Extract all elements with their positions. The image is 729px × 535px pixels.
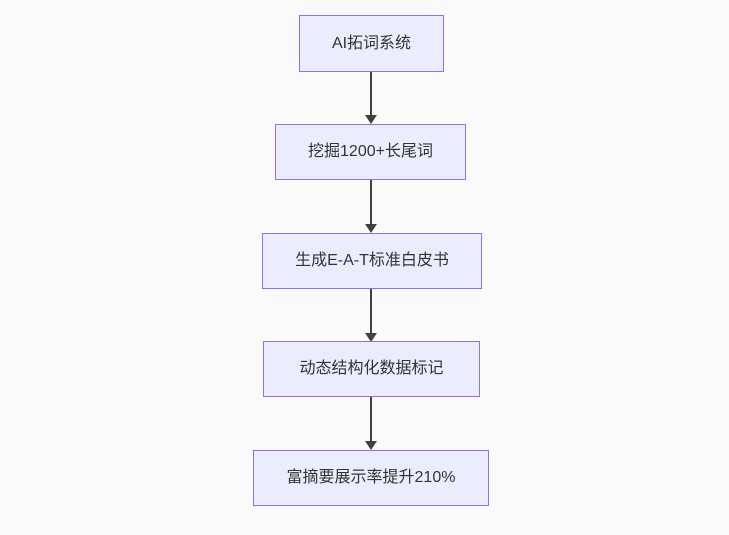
arrowhead-down-icon <box>365 224 377 233</box>
flow-node-eat-whitepaper: 生成E-A-T标准白皮书 <box>262 233 482 289</box>
flow-node-longtail-mining: 挖掘1200+长尾词 <box>275 124 466 180</box>
flow-edge-line-1 <box>370 72 372 115</box>
flow-edge-line-4 <box>370 397 372 441</box>
flow-node-ai-keyword-system: AI拓词系统 <box>299 15 444 72</box>
flow-node-label: 生成E-A-T标准白皮书 <box>295 252 449 270</box>
flow-node-structured-data-markup: 动态结构化数据标记 <box>263 341 480 397</box>
arrowhead-down-icon <box>365 115 377 124</box>
flow-node-rich-snippet-result: 富摘要展示率提升210% <box>253 450 489 506</box>
flow-node-label: 挖掘1200+长尾词 <box>308 143 433 161</box>
flow-edge-line-3 <box>370 289 372 333</box>
flow-node-label: 富摘要展示率提升210% <box>286 469 456 487</box>
flow-node-label: 动态结构化数据标记 <box>299 360 444 378</box>
flow-edge-line-2 <box>370 180 372 224</box>
flow-node-label: AI拓词系统 <box>331 34 412 52</box>
arrowhead-down-icon <box>365 333 377 342</box>
arrowhead-down-icon <box>365 441 377 450</box>
